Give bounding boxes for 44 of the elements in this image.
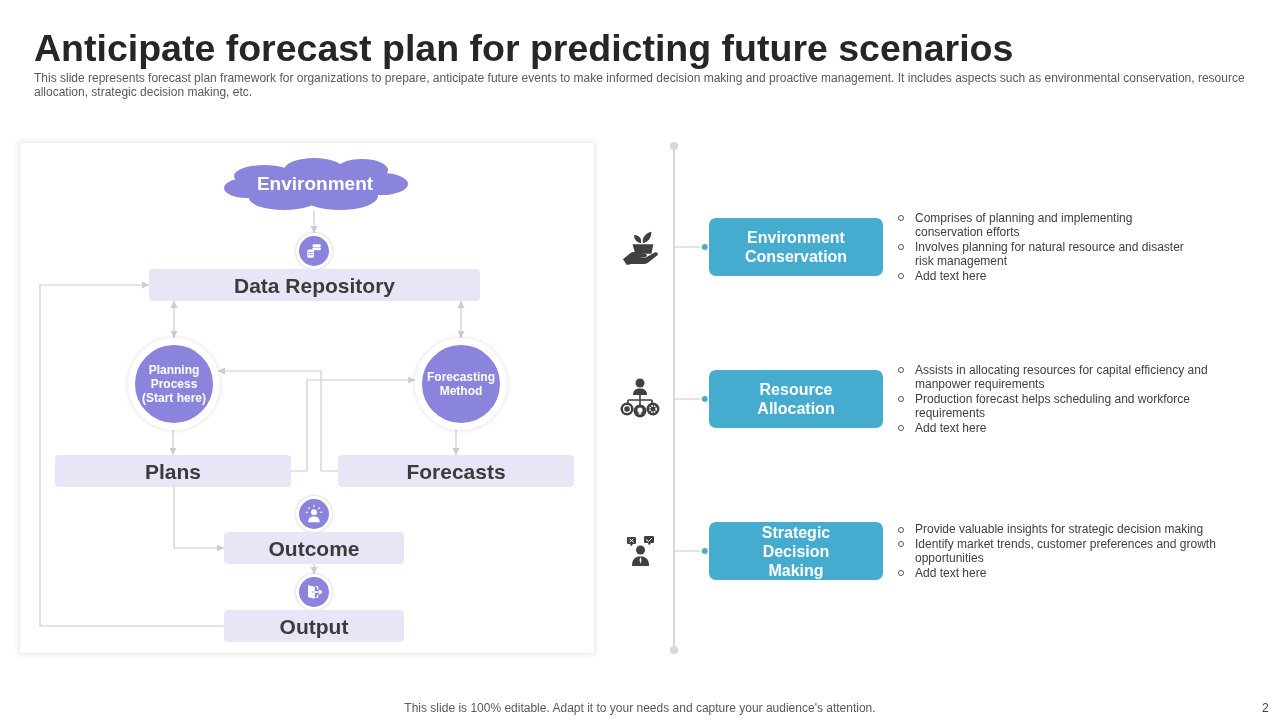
bullet-text: Involves planning for natural resource and disaster risk management xyxy=(915,239,1185,269)
category-box xyxy=(709,522,883,580)
node-label: Outcome xyxy=(268,537,360,559)
arrow xyxy=(310,210,318,234)
node-label: Environment xyxy=(256,174,374,193)
bullet-text: Comprises of planning and implementing conservation efforts xyxy=(915,210,1134,240)
double-arrow xyxy=(170,300,178,339)
bullet-text: Assists in allocating resources for capital efficiency and manpower requirements xyxy=(915,362,1209,392)
node-label: Resource Allocation xyxy=(756,380,836,418)
bullet-text: Identify market trends, customer preferences and growth opportunities xyxy=(915,536,1217,566)
process-box xyxy=(55,455,291,487)
node-label: Forecasting Method xyxy=(426,370,496,398)
node-label: Environment Conservation xyxy=(743,228,849,266)
arrow xyxy=(173,486,225,552)
node-label: Forecasts xyxy=(406,460,506,482)
bullet-text: Provide valuable insights for strategic decision making xyxy=(915,522,1205,537)
dot-connector xyxy=(674,242,710,252)
process-box xyxy=(224,610,404,642)
double-arrow xyxy=(457,300,465,339)
dot-connector xyxy=(674,546,710,556)
node-label: Planning Process (Start here) xyxy=(141,363,207,405)
process-box xyxy=(149,269,480,301)
node-label: Strategic Decision Making xyxy=(760,522,832,580)
bullet-text: Production forecast helps scheduling and workforce requirements xyxy=(915,391,1191,421)
footer-note: This slide is 100% editable. Adapt it to your needs and capture your audience's attention. xyxy=(404,701,876,715)
node-label: Output xyxy=(279,615,349,637)
arrow xyxy=(452,429,460,456)
description-text: This slide represents forecast plan framework for organizations to prepare, anticipate future events to make informed decision making and proactive management. It includes aspects such as environmental conservation, resource allocation, strategic decision making, etc. xyxy=(34,72,1246,99)
arrow xyxy=(290,376,416,472)
slide-title: Anticipate forecast plan for predicting future scenarios xyxy=(34,27,1014,69)
process-box xyxy=(338,455,574,487)
arrow xyxy=(39,281,225,627)
category-box xyxy=(709,370,883,428)
arrow xyxy=(169,429,177,456)
dot-connector xyxy=(674,394,710,404)
process-box xyxy=(224,532,404,564)
bullet-text: Add text here xyxy=(915,268,988,284)
page-number: 2 xyxy=(1262,701,1269,715)
bullet-text: Add text here xyxy=(915,565,988,580)
node-label: Data Repository xyxy=(233,274,395,296)
node-label: Plans xyxy=(145,460,201,482)
arrow xyxy=(310,563,318,575)
bullet-text: Add text here xyxy=(915,420,988,436)
category-box xyxy=(709,218,883,276)
